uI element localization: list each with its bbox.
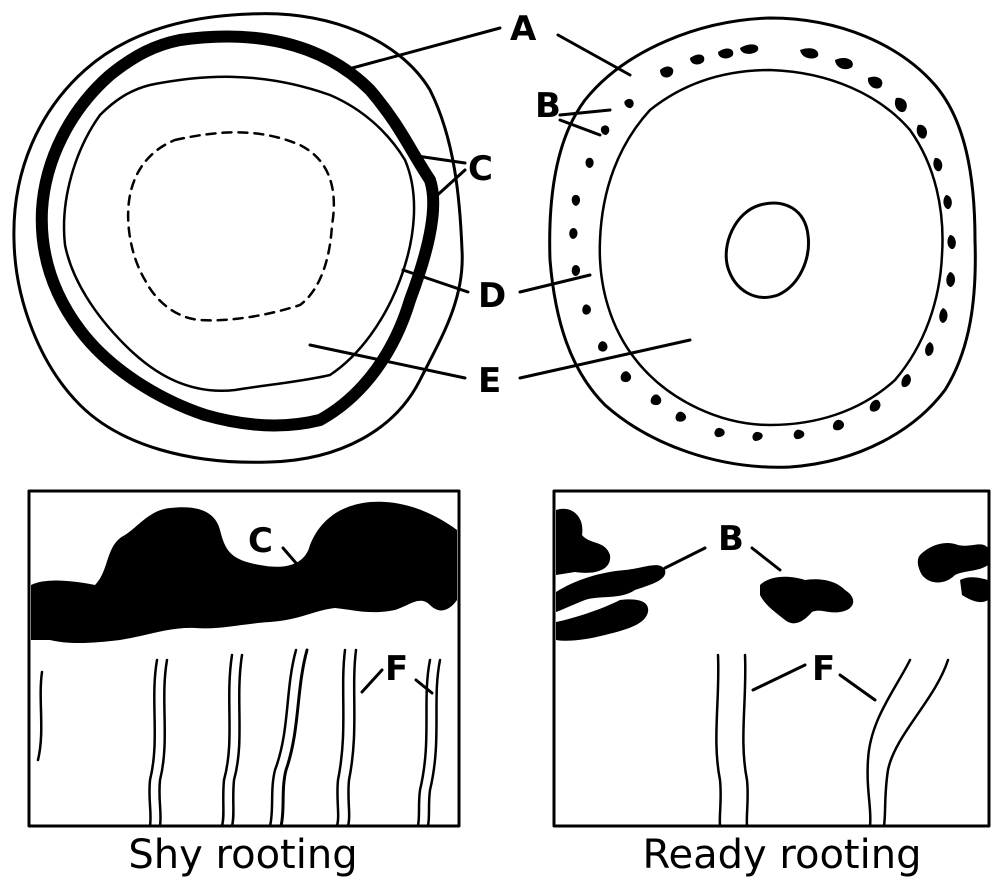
pith-outline (128, 132, 334, 320)
top-labels: A B C D E (468, 9, 561, 401)
panel-frame-ready (554, 491, 989, 826)
caption-shy-rooting: Shy rooting (128, 832, 357, 878)
label-f-right: F (812, 649, 835, 689)
fibre-strands-shy (38, 650, 440, 826)
outer-bark-outline (14, 14, 462, 463)
sclerenchyma-ring (42, 37, 433, 426)
cambium-line (64, 77, 414, 391)
cross-section-ready (550, 18, 976, 467)
fibre-clusters-ready (556, 509, 988, 641)
sclerenchyma-band (31, 502, 457, 643)
pith-ready (726, 203, 808, 297)
inner-wood-outline (600, 70, 943, 425)
cross-section-shy (14, 14, 462, 463)
label-d: D (478, 276, 506, 316)
fibre-strand-dashes (569, 44, 956, 441)
outer-bark-outline-ready (550, 18, 976, 467)
label-f-left: F (385, 649, 408, 689)
label-e: E (478, 361, 501, 401)
caption-ready-rooting: Ready rooting (643, 832, 922, 878)
label-b-bottom: B (718, 519, 744, 559)
label-c-top: C (468, 149, 493, 189)
longitudinal-shy: C F (29, 491, 459, 826)
longitudinal-ready: B F (554, 491, 989, 826)
label-b-top: B (535, 86, 561, 126)
label-c-bottom: C (248, 521, 273, 561)
label-a: A (510, 9, 537, 49)
